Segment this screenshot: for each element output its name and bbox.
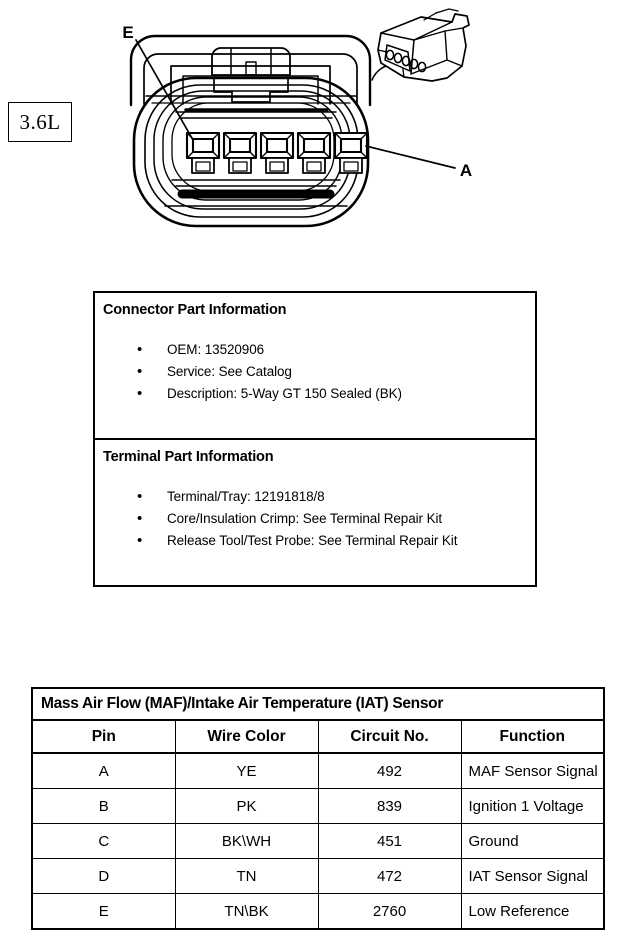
- terminal-cavity-d: [222, 131, 258, 174]
- connector-part-information-list: OEM: 13520906 Service: See Catalog Descr…: [95, 339, 535, 405]
- cell-function: Low Reference: [460, 893, 605, 930]
- cell-circuit-no: 492: [317, 752, 462, 789]
- list-item: Release Tool/Test Probe: See Terminal Re…: [95, 530, 535, 552]
- table-header-row: Pin Wire Color Circuit No. Function: [31, 719, 605, 754]
- list-item: Description: 5-Way GT 150 Sealed (BK): [95, 383, 535, 405]
- cell-pin: B: [31, 788, 176, 824]
- engine-displacement-label: 3.6L: [19, 109, 61, 134]
- cell-wire-color: PK: [174, 788, 319, 824]
- cell-circuit-no: 839: [317, 788, 462, 824]
- connector-3d-inset: [371, 8, 470, 82]
- cell-function: IAT Sensor Signal: [460, 858, 605, 894]
- table-title-row: Mass Air Flow (MAF)/Intake Air Temperatu…: [31, 687, 605, 721]
- cell-circuit-no: 2760: [317, 893, 462, 930]
- table-row: B PK 839 Ignition 1 Voltage: [31, 788, 605, 824]
- list-item: OEM: 13520906: [95, 339, 535, 361]
- terminal-cavity-a: [333, 131, 369, 174]
- connector-part-information-section: Connector Part Information OEM: 13520906…: [95, 293, 535, 440]
- column-header-pin: Pin: [31, 719, 176, 754]
- connector-drawing-svg: E A: [122, 8, 472, 228]
- cell-pin: C: [31, 823, 176, 859]
- terminal-part-information-section: Terminal Part Information Terminal/Tray:…: [95, 440, 535, 585]
- terminal-cavity-group: [185, 131, 369, 174]
- list-item: Terminal/Tray: 12191818/8: [95, 486, 535, 508]
- pinout-table: Mass Air Flow (MAF)/Intake Air Temperatu…: [31, 687, 605, 930]
- connector-seal-ribs: [164, 111, 348, 207]
- connector-part-information-title: Connector Part Information: [103, 302, 287, 318]
- part-information-panel: Connector Part Information OEM: 13520906…: [93, 291, 537, 587]
- cell-function: Ground: [460, 823, 605, 859]
- cell-wire-color: TN: [174, 858, 319, 894]
- column-header-function: Function: [460, 719, 605, 754]
- connector-outer-shell: [132, 76, 370, 228]
- callout-label-a: A: [460, 161, 472, 180]
- terminal-part-information-list: Terminal/Tray: 12191818/8 Core/Insulatio…: [95, 486, 535, 552]
- cell-pin: D: [31, 858, 176, 894]
- terminal-cavity-e: [185, 131, 221, 174]
- connector-face-illustration: E A: [0, 0, 625, 250]
- cell-pin: A: [31, 752, 176, 789]
- callout-leader-a: [365, 145, 456, 169]
- column-header-circuit-no: Circuit No.: [317, 719, 462, 754]
- table-row: A YE 492 MAF Sensor Signal: [31, 752, 605, 789]
- cell-wire-color: TN\BK: [174, 893, 319, 930]
- terminal-part-information-title: Terminal Part Information: [103, 449, 274, 465]
- cell-wire-color: BK\WH: [174, 823, 319, 859]
- column-header-wire-color: Wire Color: [174, 719, 319, 754]
- pinout-table-title: Mass Air Flow (MAF)/Intake Air Temperatu…: [31, 687, 605, 721]
- cell-pin: E: [31, 893, 176, 930]
- table-row: D TN 472 IAT Sensor Signal: [31, 858, 605, 894]
- cell-wire-color: YE: [174, 752, 319, 789]
- callout-label-e: E: [122, 23, 133, 42]
- table-row: C BK\WH 451 Ground: [31, 823, 605, 859]
- cell-function: Ignition 1 Voltage: [460, 788, 605, 824]
- table-row: E TN\BK 2760 Low Reference: [31, 893, 605, 930]
- engine-displacement-badge: 3.6L: [8, 102, 72, 142]
- connector-latch-housing: [129, 34, 372, 107]
- cell-function: MAF Sensor Signal: [460, 752, 605, 789]
- cell-circuit-no: 451: [317, 823, 462, 859]
- list-item: Core/Insulation Crimp: See Terminal Repa…: [95, 508, 535, 530]
- callout-leader-e: [135, 39, 194, 141]
- cell-circuit-no: 472: [317, 858, 462, 894]
- terminal-cavity-b: [296, 131, 332, 174]
- list-item: Service: See Catalog: [95, 361, 535, 383]
- terminal-cavity-c: [259, 131, 295, 174]
